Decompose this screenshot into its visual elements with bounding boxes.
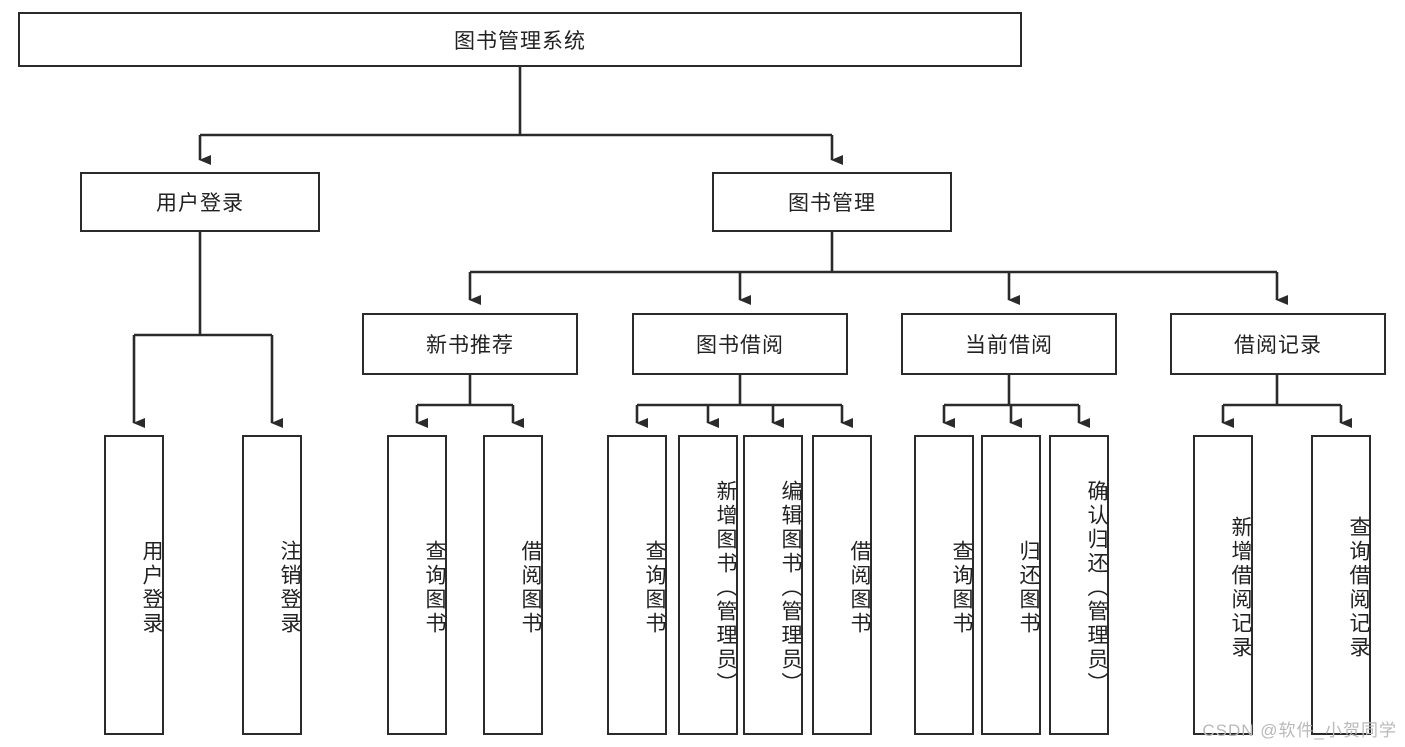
node-book-borrow[interactable]: 图书借阅 — [632, 313, 848, 375]
node-current-borrow[interactable]: 当前借阅 — [901, 313, 1117, 375]
node-root-label: 图书管理系统 — [454, 29, 586, 53]
leaf-label: 查询图书 — [643, 540, 666, 636]
leaf-borrow-add-book-admin[interactable]: 新增图书（管理员） — [678, 435, 738, 735]
leaf-recommend-borrow-book[interactable]: 借阅图书 — [483, 435, 543, 735]
leaf-label: 查询借阅记录 — [1347, 516, 1370, 660]
node-user-login[interactable]: 用户登录 — [80, 172, 320, 232]
leaf-label: 新增借阅记录 — [1229, 516, 1252, 660]
leaf-current-return-book[interactable]: 归还图书 — [981, 435, 1041, 735]
node-current-borrow-label: 当前借阅 — [965, 334, 1053, 357]
leaf-user-login-signout[interactable]: 注销登录 — [242, 435, 302, 735]
leaf-user-login-signin[interactable]: 用户登录 — [104, 435, 164, 735]
leaf-label: 用户登录 — [140, 540, 163, 636]
leaf-label: 编辑图书（管理员） — [779, 480, 802, 696]
node-book-borrow-label: 图书借阅 — [696, 334, 784, 357]
leaf-label: 查询图书 — [423, 540, 446, 636]
leaf-label: 归还图书 — [1017, 540, 1040, 636]
node-user-login-label: 用户登录 — [156, 192, 244, 215]
node-new-book-recommend-label: 新书推荐 — [426, 334, 514, 357]
leaf-borrow-edit-book-admin[interactable]: 编辑图书（管理员） — [743, 435, 803, 735]
node-new-book-recommend[interactable]: 新书推荐 — [362, 313, 578, 375]
leaf-borrow-query-book[interactable]: 查询图书 — [607, 435, 667, 735]
leaf-record-query-record[interactable]: 查询借阅记录 — [1311, 435, 1371, 735]
leaf-current-confirm-return-admin[interactable]: 确认归还（管理员） — [1049, 435, 1109, 735]
node-book-management[interactable]: 图书管理 — [712, 172, 952, 232]
leaf-label: 借阅图书 — [519, 540, 542, 636]
leaf-label: 查询图书 — [950, 540, 973, 636]
node-root[interactable]: 图书管理系统 — [18, 12, 1022, 67]
node-book-management-label: 图书管理 — [788, 192, 876, 215]
leaf-current-query-book[interactable]: 查询图书 — [914, 435, 974, 735]
node-borrow-record[interactable]: 借阅记录 — [1170, 313, 1386, 375]
leaf-label: 确认归还（管理员） — [1085, 480, 1108, 696]
node-borrow-record-label: 借阅记录 — [1234, 334, 1322, 357]
leaf-record-add-record[interactable]: 新增借阅记录 — [1193, 435, 1253, 735]
leaf-borrow-borrow-book[interactable]: 借阅图书 — [812, 435, 872, 735]
leaf-label: 借阅图书 — [848, 540, 871, 636]
leaf-recommend-query-book[interactable]: 查询图书 — [387, 435, 447, 735]
leaf-label: 注销登录 — [278, 540, 301, 636]
leaf-label: 新增图书（管理员） — [714, 480, 737, 696]
watermark: CSDN @软件_小贺同学 — [1202, 721, 1397, 740]
